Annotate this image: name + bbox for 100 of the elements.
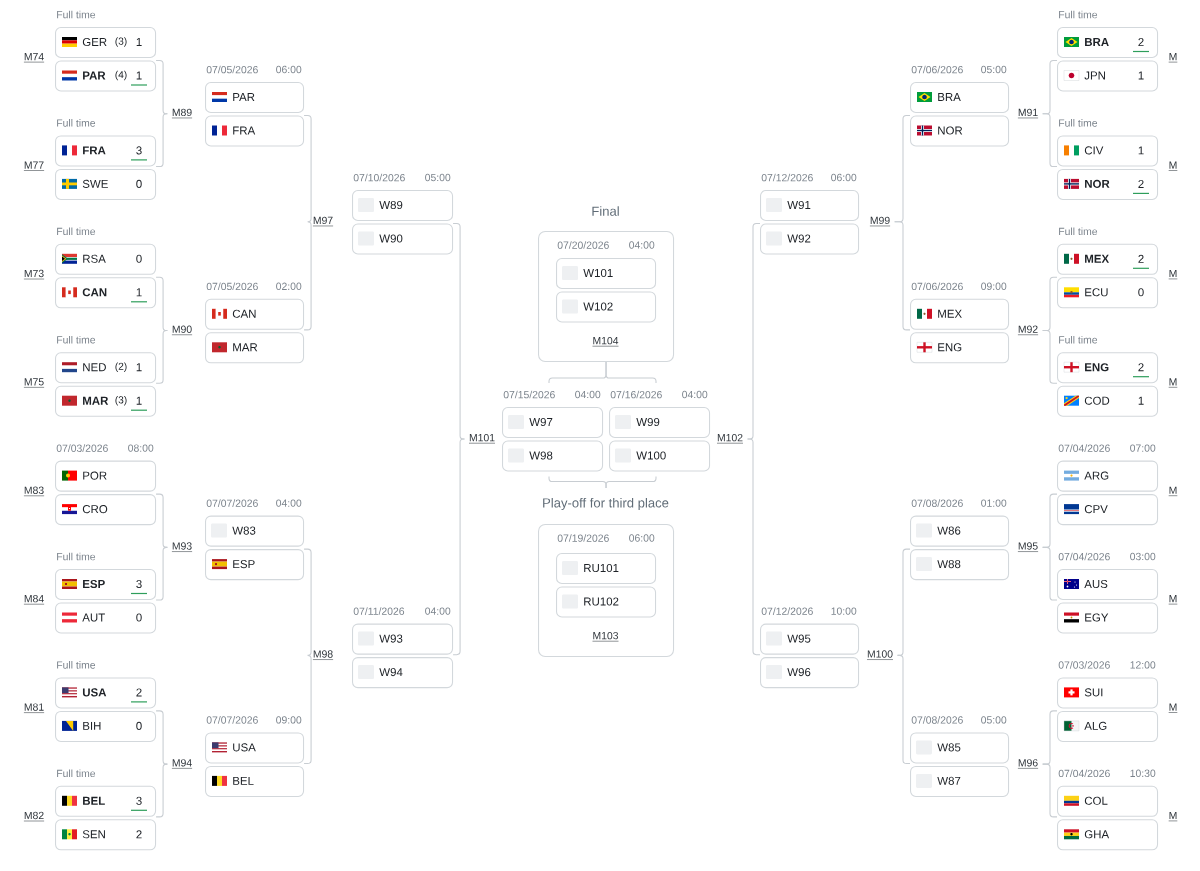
match-date: 07/06/2026 bbox=[911, 282, 963, 291]
match-date: 07/03/2026 bbox=[1058, 661, 1110, 669]
round-title: Final bbox=[592, 206, 619, 216]
bracket-line bbox=[303, 221, 312, 331]
bracket-line bbox=[747, 438, 761, 656]
team-row: COL bbox=[1057, 785, 1159, 817]
team-row: PAR bbox=[205, 82, 305, 114]
match-label: M90 bbox=[171, 325, 193, 336]
team-row: USA bbox=[205, 732, 305, 764]
match-date: 07/08/2026 bbox=[911, 499, 963, 507]
penalty-score: (4) bbox=[115, 70, 127, 81]
team-row: W101 bbox=[556, 258, 657, 290]
match-label: M83 bbox=[23, 486, 45, 497]
team-row: W100 bbox=[609, 440, 711, 472]
bracket-line bbox=[155, 276, 168, 332]
match-label: M bbox=[1168, 486, 1178, 496]
match-label: M bbox=[1168, 378, 1178, 388]
team-row: RU101 bbox=[556, 553, 657, 585]
score: 2 bbox=[136, 688, 142, 697]
match-date: 07/07/2026 bbox=[206, 716, 258, 724]
match-date: 07/20/2026 bbox=[557, 241, 609, 249]
match-label: M89 bbox=[171, 108, 193, 119]
team-row: ARG bbox=[1057, 460, 1159, 492]
match-label: M97 bbox=[312, 216, 334, 227]
match-label: M bbox=[1168, 269, 1178, 280]
team-row: AUS bbox=[1057, 569, 1159, 601]
bracket-line bbox=[303, 548, 312, 656]
round-title: Play-off for third place bbox=[543, 497, 669, 511]
team-row: W94 bbox=[352, 657, 454, 689]
team-row: W86 bbox=[910, 515, 1010, 547]
match-status: Full time bbox=[1059, 335, 1098, 344]
match-date: 07/15/2026 bbox=[503, 390, 555, 399]
team-row: POR bbox=[55, 460, 157, 492]
team-row: EGY bbox=[1057, 602, 1159, 634]
score: 0 bbox=[136, 179, 142, 188]
match-label: M73 bbox=[23, 269, 45, 280]
score: 1 bbox=[1138, 146, 1144, 155]
score: 1 bbox=[136, 396, 142, 405]
match-label: M bbox=[1168, 161, 1178, 171]
match-label: M77 bbox=[23, 161, 45, 171]
bracket-line bbox=[1042, 763, 1058, 818]
match-label: M84 bbox=[23, 595, 45, 605]
bracket-line bbox=[894, 221, 911, 331]
match-date: 07/07/2026 bbox=[206, 499, 258, 507]
match-date: 07/08/2026 bbox=[911, 716, 963, 724]
team-row: GHA bbox=[1057, 819, 1159, 851]
match-date: 07/04/2026 bbox=[1058, 552, 1110, 561]
match-time: 03:00 bbox=[1130, 552, 1156, 561]
bracket-line bbox=[605, 361, 657, 384]
match-time: 09:00 bbox=[981, 282, 1007, 290]
match-date: 07/06/2026 bbox=[911, 65, 963, 74]
team-row: MEX bbox=[910, 298, 1010, 330]
bracket-line bbox=[155, 710, 168, 765]
score: 1 bbox=[1138, 396, 1144, 405]
team-row: W99 bbox=[609, 407, 711, 439]
score: 0 bbox=[136, 721, 142, 730]
match-date: 07/12/2026 bbox=[761, 173, 813, 182]
match-label: M bbox=[1168, 53, 1178, 63]
match-time: 07:00 bbox=[1130, 444, 1156, 452]
score: 2 bbox=[1138, 254, 1144, 263]
bracket-line bbox=[303, 654, 312, 764]
team-row: W83 bbox=[205, 515, 305, 547]
match-label: M92 bbox=[1017, 325, 1039, 336]
bracket-line bbox=[1042, 113, 1058, 167]
match-label: M74 bbox=[23, 53, 45, 63]
team-row: W89 bbox=[352, 190, 454, 222]
match-time: 12:00 bbox=[1130, 661, 1156, 669]
team-row: W95 bbox=[760, 623, 860, 655]
team-row: ALG bbox=[1057, 710, 1159, 742]
match-time: 06:00 bbox=[629, 534, 655, 542]
match-status: Full time bbox=[57, 119, 96, 127]
score: 1 bbox=[136, 38, 142, 46]
penalty-score: (2) bbox=[115, 362, 127, 372]
bracket-line bbox=[155, 330, 168, 384]
bracket-line bbox=[155, 113, 168, 167]
team-row: FRA bbox=[205, 115, 305, 147]
match-time: 06:00 bbox=[276, 65, 302, 74]
score: 3 bbox=[136, 796, 142, 805]
match-status: Full time bbox=[1059, 119, 1098, 127]
bracket-line bbox=[897, 654, 911, 764]
match-label: M94 bbox=[171, 759, 193, 769]
match-date: 07/16/2026 bbox=[610, 390, 662, 399]
score: 1 bbox=[1138, 71, 1144, 80]
team-row: CRO bbox=[55, 494, 157, 526]
penalty-score: (3) bbox=[115, 37, 127, 47]
match-time: 02:00 bbox=[276, 282, 302, 290]
match-time: 10:30 bbox=[1130, 769, 1156, 777]
match-label: M75 bbox=[23, 378, 45, 388]
team-row: W88 bbox=[910, 549, 1010, 581]
match-label: M bbox=[1168, 703, 1178, 713]
team-row: BRA bbox=[910, 82, 1010, 114]
bracket-line bbox=[1042, 330, 1058, 384]
match-time: 04:00 bbox=[425, 607, 451, 615]
match-label: M100 bbox=[866, 650, 894, 660]
match-date: 07/12/2026 bbox=[761, 607, 813, 615]
score: 0 bbox=[136, 254, 142, 263]
match-label: M93 bbox=[171, 542, 193, 552]
score: 2 bbox=[136, 830, 142, 839]
match-label: M81 bbox=[23, 703, 45, 713]
match-time: 04:00 bbox=[682, 390, 708, 399]
